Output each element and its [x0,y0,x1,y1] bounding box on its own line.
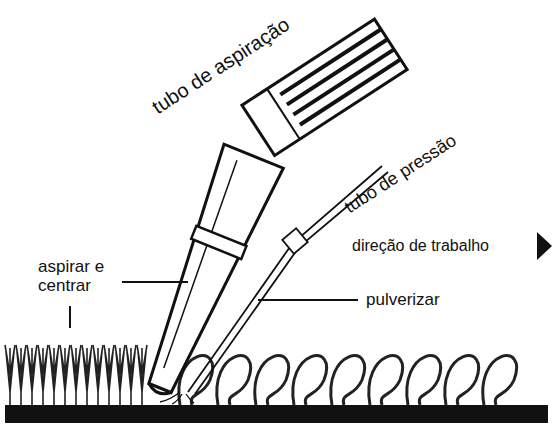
fiber-tuft [49,345,59,405]
direction-arrowhead [537,232,552,260]
label-text: tubo de pressão [341,131,460,218]
spray-lines [160,392,194,404]
fiber-tuft [38,345,48,405]
fiber-tuft [93,345,103,405]
fiber-loop [407,356,441,405]
fiber-loop [445,356,479,405]
carpet-backing [5,405,548,423]
fiber-tuft [104,345,114,405]
fiber-tuft [126,345,136,405]
fiber-loop [217,356,251,405]
fiber-loop [293,356,327,405]
fiber-loop [255,356,289,405]
label-text: pulverizar [366,291,440,310]
fiber-tuft [115,345,125,405]
carpet-fibers [5,345,147,405]
leader-lines [70,282,358,328]
label-text: direção de trabalho [352,237,489,255]
fiber-tuft [137,345,147,405]
fiber-tuft [82,345,92,405]
carpet-loops [179,356,517,405]
fiber-tuft [27,345,37,405]
fiber-loop [369,356,403,405]
fiber-tuft [16,345,26,405]
fiber-loop [331,356,365,405]
label-text: aspirar e centrar [38,258,133,295]
fiber-loop [483,356,517,405]
fiber-tuft [60,345,70,405]
fiber-tuft [5,345,15,405]
fiber-tuft [71,345,81,405]
